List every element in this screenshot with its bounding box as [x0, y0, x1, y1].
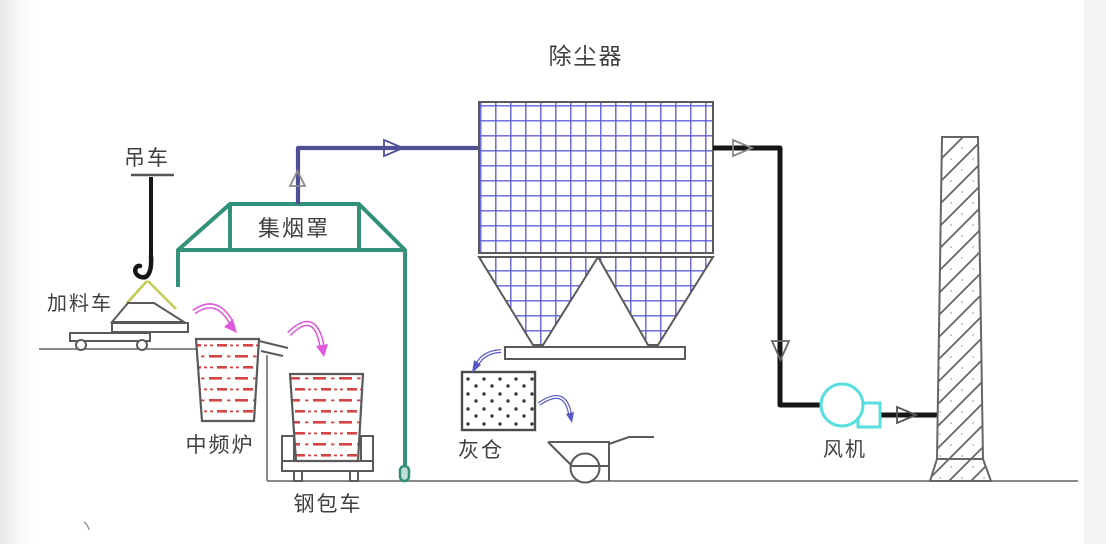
furnace-crucible	[194, 337, 261, 423]
label-charging-car: 加料车	[47, 292, 113, 315]
induction-furnace	[194, 337, 289, 423]
cart-handle	[608, 436, 654, 445]
arrowhead-icon	[566, 412, 574, 423]
arrowhead-icon	[472, 360, 481, 373]
hopper-right	[596, 256, 715, 346]
cart-wheel	[569, 452, 601, 484]
stray-tick-mark	[83, 521, 90, 531]
hood-support-foot	[398, 464, 411, 483]
ash-bin	[460, 370, 537, 432]
ladle-car-leg-right	[349, 470, 359, 482]
transfer-arrows	[192, 303, 328, 357]
flow-arrow-down-icon	[770, 340, 791, 363]
label-fume-hood: 集烟罩	[258, 216, 330, 241]
label-furnace: 中频炉	[186, 433, 255, 457]
cart-frame	[69, 332, 151, 342]
filter-housing	[478, 101, 714, 254]
label-crane: 吊车	[124, 146, 170, 170]
ladle-car-leg-left	[293, 470, 303, 482]
chimney	[928, 136, 993, 482]
label-ladle-car: 钢包车	[294, 492, 363, 516]
hopper-left	[477, 256, 600, 346]
ladle-car-platform	[281, 460, 374, 472]
crane-hook-icon	[133, 253, 154, 280]
sling-line-left	[126, 280, 148, 304]
chimney-base	[928, 458, 993, 482]
hood-label-box-sides	[228, 204, 361, 250]
ladle-car-wall-right	[360, 435, 374, 463]
ash-arrow-to-cart-inner	[538, 396, 571, 415]
flow-arrow-right-icon	[732, 138, 755, 158]
label-dust-collector: 除尘器	[549, 44, 624, 69]
crane	[126, 173, 177, 310]
skip-deck	[111, 322, 189, 333]
pour-arrow-inner	[288, 322, 324, 347]
chimney-shaft	[935, 136, 985, 460]
dust-discharge-bar	[504, 346, 686, 360]
ladle-car	[281, 372, 374, 482]
right-edge-shading	[1084, 0, 1106, 544]
cart-tray-edge	[548, 441, 610, 481]
ash-flow-arrows	[472, 349, 574, 423]
label-fan: 风机	[823, 438, 867, 461]
outlet-duct	[713, 138, 938, 425]
cart-wheel-left	[75, 339, 87, 351]
flow-arrow-up-icon	[288, 168, 307, 187]
fan-unit	[819, 382, 882, 429]
ash-cart	[547, 436, 654, 484]
charge-arrow-inner	[193, 304, 233, 323]
cart-wheel-right	[136, 339, 148, 351]
fume-hood	[176, 202, 407, 468]
flow-arrow-right-icon	[383, 138, 406, 158]
outlet-duct-line	[713, 145, 822, 408]
charging-car	[69, 302, 189, 351]
furnace-pour-spout	[258, 340, 289, 357]
hood-outline	[176, 202, 407, 468]
arrowhead-icon	[316, 344, 328, 357]
ladle-car-wall-left	[281, 435, 295, 463]
left-edge-shading	[0, 0, 42, 544]
arrowhead-icon	[224, 319, 237, 333]
dust-collector	[477, 101, 715, 360]
ladle-bucket	[288, 372, 365, 463]
fan-scroll-circle	[819, 382, 865, 428]
inlet-duct	[288, 138, 479, 204]
lifting-slings	[126, 280, 177, 310]
label-ash-bin: 灰仓	[458, 438, 504, 462]
flow-arrow-right-icon	[896, 405, 919, 425]
sling-line-right	[147, 280, 177, 310]
